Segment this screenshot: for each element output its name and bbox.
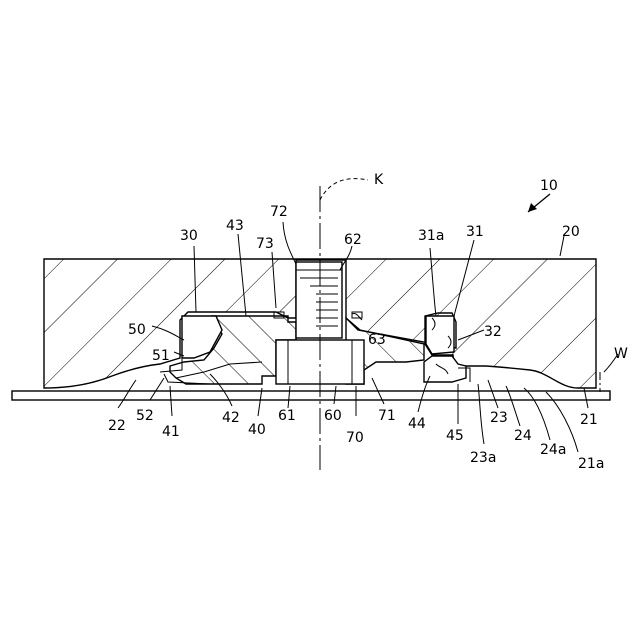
- label-71: 71: [378, 408, 396, 424]
- label-22: 22: [108, 418, 126, 434]
- label-41: 41: [162, 424, 180, 440]
- label-62: 62: [344, 232, 362, 248]
- label-21a: 21a: [578, 456, 604, 472]
- label-21: 21: [580, 412, 598, 428]
- label-70: 70: [346, 430, 364, 446]
- label-w: W: [614, 346, 628, 362]
- label-31: 31: [466, 224, 484, 240]
- label-45: 45: [446, 428, 464, 444]
- arrow-10: [528, 194, 550, 212]
- label-24: 24: [514, 428, 532, 444]
- label-42: 42: [222, 410, 240, 426]
- label-50: 50: [128, 322, 146, 338]
- label-32: 32: [484, 324, 502, 340]
- bolt-72: [296, 262, 342, 338]
- label-40: 40: [248, 422, 266, 438]
- label-24a: 24a: [540, 442, 566, 458]
- label-63: 63: [368, 332, 386, 348]
- label-23a: 23a: [470, 450, 496, 466]
- cavity-31: [426, 316, 454, 354]
- label-31a: 31a: [418, 228, 444, 244]
- label-60: 60: [324, 408, 342, 424]
- label-23: 23: [490, 410, 508, 426]
- workpiece-plate: [12, 391, 610, 400]
- label-51: 51: [152, 348, 170, 364]
- label-k: K: [374, 172, 384, 188]
- label-73: 73: [256, 236, 274, 252]
- label-61: 61: [278, 408, 296, 424]
- label-43: 43: [226, 218, 244, 234]
- label-72: 72: [270, 204, 288, 220]
- label-44: 44: [408, 416, 426, 432]
- label-10: 10: [540, 178, 558, 194]
- label-52: 52: [136, 408, 154, 424]
- label-30: 30: [180, 228, 198, 244]
- label-20: 20: [562, 224, 580, 240]
